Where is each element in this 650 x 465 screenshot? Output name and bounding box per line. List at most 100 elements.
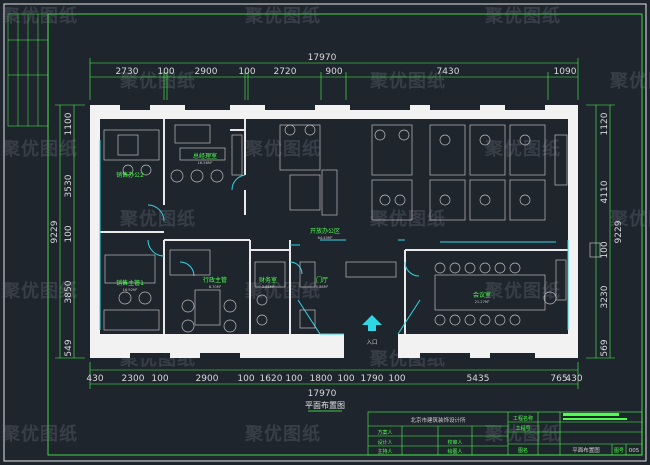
dim-bottom: 1800	[310, 374, 333, 384]
watermark: 聚优图纸	[1, 138, 78, 160]
room-area: 21.27M²	[475, 300, 490, 304]
sheet-drawing-name: 平面布置图	[572, 446, 600, 454]
role-label: 主持人	[377, 448, 392, 455]
dim-left: 3530	[64, 174, 74, 197]
signature-strip	[7, 13, 49, 127]
dim-left-total: 9229	[50, 220, 60, 243]
role-label: 方案人	[377, 429, 392, 436]
watermark: 聚优图纸	[1, 280, 78, 302]
top-dimensions: 17970 2730 100 2900 100 2720 900 7430 10…	[116, 53, 577, 77]
dim-right: 1120	[600, 112, 610, 135]
dim-bottom: 1620	[260, 374, 283, 384]
watermark: 聚优图纸	[244, 423, 321, 445]
entrance-marker: 入口	[362, 315, 382, 346]
cell-label: 图名	[518, 447, 528, 454]
room-area: 16.92M²	[123, 288, 138, 292]
room-area: 5.86M²	[316, 285, 329, 289]
title-block: 北京市建筑装饰设计所 方案人 设计人 主持人 校审人 绘图人 工程名称 工程号 …	[367, 411, 643, 456]
dim-left: 3850	[64, 280, 74, 303]
dimension-lines	[55, 58, 615, 389]
dim-right: 3230	[600, 285, 610, 308]
cell-label: 图号	[614, 448, 624, 454]
dim-bottom: 100	[337, 374, 354, 384]
dim-bottom: 2300	[122, 374, 145, 384]
furniture	[103, 124, 601, 333]
dim-bottom: 430	[86, 374, 103, 384]
right-dimensions: 1120 4110 100 3230 569 9229	[600, 112, 624, 356]
watermark: 聚优图纸	[119, 70, 196, 92]
watermark: 聚优图纸	[609, 208, 650, 230]
room-name: 门厅	[316, 276, 328, 284]
dim-top: 2730	[116, 67, 139, 77]
entrance-label: 入口	[366, 339, 377, 346]
watermark-layer: 聚优图纸 聚优图纸 聚优图纸 聚优图纸 聚优图纸 聚优图纸 聚优图纸 聚优图纸 …	[1, 5, 650, 445]
dim-right-total: 9229	[614, 220, 624, 243]
interior-walls	[100, 119, 568, 334]
watermark: 聚优图纸	[484, 423, 561, 445]
door-swings	[99, 140, 569, 335]
dim-top: 900	[325, 67, 342, 77]
room-area: 64.45M²	[318, 236, 333, 240]
watermark: 聚优图纸	[244, 5, 321, 27]
title-block-highlight	[563, 413, 619, 416]
dim-left: 549	[64, 339, 74, 356]
inner-frame	[47, 13, 643, 456]
room-name: 会议室	[473, 291, 491, 299]
entrance-arrow-icon	[362, 315, 382, 331]
dim-bottom-total: 17970	[308, 389, 337, 399]
dim-right: 100	[600, 241, 610, 258]
cell-label: 工程号	[515, 425, 530, 432]
dim-right: 4110	[600, 180, 610, 203]
cell-label: 工程名称	[513, 415, 533, 422]
room-labels: 销售办公2 总经理室 16.56M² 开放办公区 64.45M² 销售主管1 1…	[116, 152, 491, 304]
watermark: 聚优图纸	[1, 5, 78, 27]
room-area: 3.81M²	[262, 285, 275, 289]
left-dimensions: 9229 1100 3530 100 3850 549	[50, 112, 74, 356]
watermark: 聚优图纸	[609, 70, 650, 92]
drawing-title: 平面布置图	[305, 400, 345, 410]
room-name: 开放办公区	[310, 227, 340, 235]
dim-top: 7430	[437, 67, 460, 77]
room-area: 16.56M²	[198, 161, 213, 165]
sheet-number: 005	[629, 448, 640, 454]
dim-top: 100	[238, 67, 255, 77]
dim-bottom: 430	[565, 374, 582, 384]
room-name: 总经理室	[193, 152, 217, 160]
watermark: 聚优图纸	[369, 70, 446, 92]
room-name: 销售主管1	[116, 279, 144, 287]
dim-top: 2900	[195, 67, 218, 77]
dim-bottom: 100	[388, 374, 405, 384]
dim-bottom: 100	[237, 374, 254, 384]
dim-left: 100	[64, 225, 74, 242]
dim-top-total: 17970	[308, 53, 337, 63]
dim-bottom: 765	[550, 374, 567, 384]
watermark: 聚优图纸	[369, 208, 446, 230]
room-name: 财务室	[259, 276, 277, 284]
dim-bottom: 100	[151, 374, 168, 384]
watermark: 聚优图纸	[484, 138, 561, 160]
dim-bottom: 100	[285, 374, 302, 384]
watermark: 聚优图纸	[244, 138, 321, 160]
dim-right: 569	[600, 339, 610, 356]
dim-top: 1090	[554, 67, 577, 77]
watermark: 聚优图纸	[484, 5, 561, 27]
watermark: 聚优图纸	[484, 280, 561, 302]
role-label: 绘图人	[447, 448, 462, 455]
dim-bottom: 1790	[361, 374, 384, 384]
title-block-highlight	[563, 418, 627, 420]
dim-top: 100	[157, 67, 174, 77]
role-label: 设计人	[377, 439, 392, 446]
company-name: 北京市建筑装饰设计所	[410, 416, 466, 424]
room-name: 行政主管	[203, 276, 227, 284]
role-label: 校审人	[447, 439, 462, 446]
dim-bottom: 5435	[467, 374, 490, 384]
room-name: 销售办公2	[116, 171, 144, 179]
outer-frame	[3, 3, 647, 462]
dim-top: 2720	[274, 67, 297, 77]
dim-bottom: 2900	[196, 374, 219, 384]
room-area: 8.70M²	[209, 285, 222, 289]
watermark: 聚优图纸	[1, 423, 78, 445]
watermark: 聚优图纸	[119, 208, 196, 230]
windows	[120, 105, 545, 358]
